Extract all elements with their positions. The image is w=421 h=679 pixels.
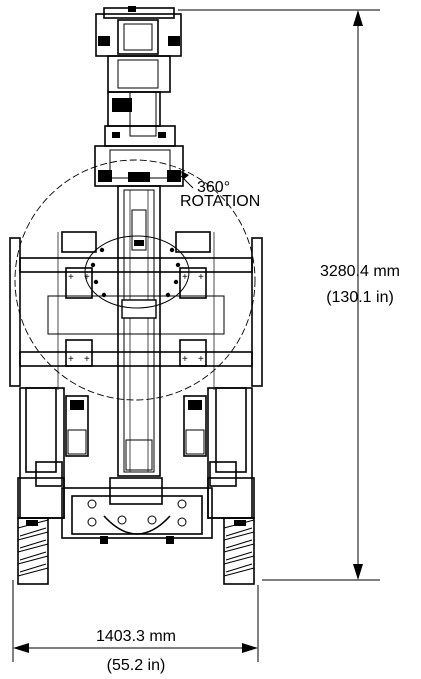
height-mm-label: 3280.4 mm	[320, 263, 400, 280]
mast-column	[117, 185, 161, 477]
right-track	[223, 517, 255, 585]
svg-text:+: +	[84, 272, 90, 283]
height-in-label: (130.1 in)	[326, 289, 394, 306]
svg-text:+: +	[198, 354, 204, 365]
chassis-frame: + + + + + + + +	[9, 231, 263, 390]
svg-text:+: +	[182, 272, 188, 283]
rotation-circle	[14, 159, 256, 401]
svg-text:+: +	[198, 272, 204, 283]
svg-text:+: +	[68, 354, 74, 365]
width-dimension	[12, 580, 259, 662]
rotation-label: ROTATION	[180, 193, 260, 210]
left-track	[17, 517, 49, 585]
svg-text:+: +	[68, 272, 74, 283]
height-dimension	[178, 9, 380, 581]
svg-text:+: +	[84, 354, 90, 365]
left-leg	[17, 387, 89, 519]
right-leg	[183, 387, 255, 519]
svg-text:+: +	[182, 354, 188, 365]
width-in-label: (55.2 in)	[107, 657, 166, 674]
top-head-assembly	[94, 6, 184, 187]
rotation-degrees-label: 360°	[197, 179, 230, 196]
lower-carriage	[61, 477, 213, 544]
width-mm-label: 1403.3 mm	[96, 628, 176, 645]
